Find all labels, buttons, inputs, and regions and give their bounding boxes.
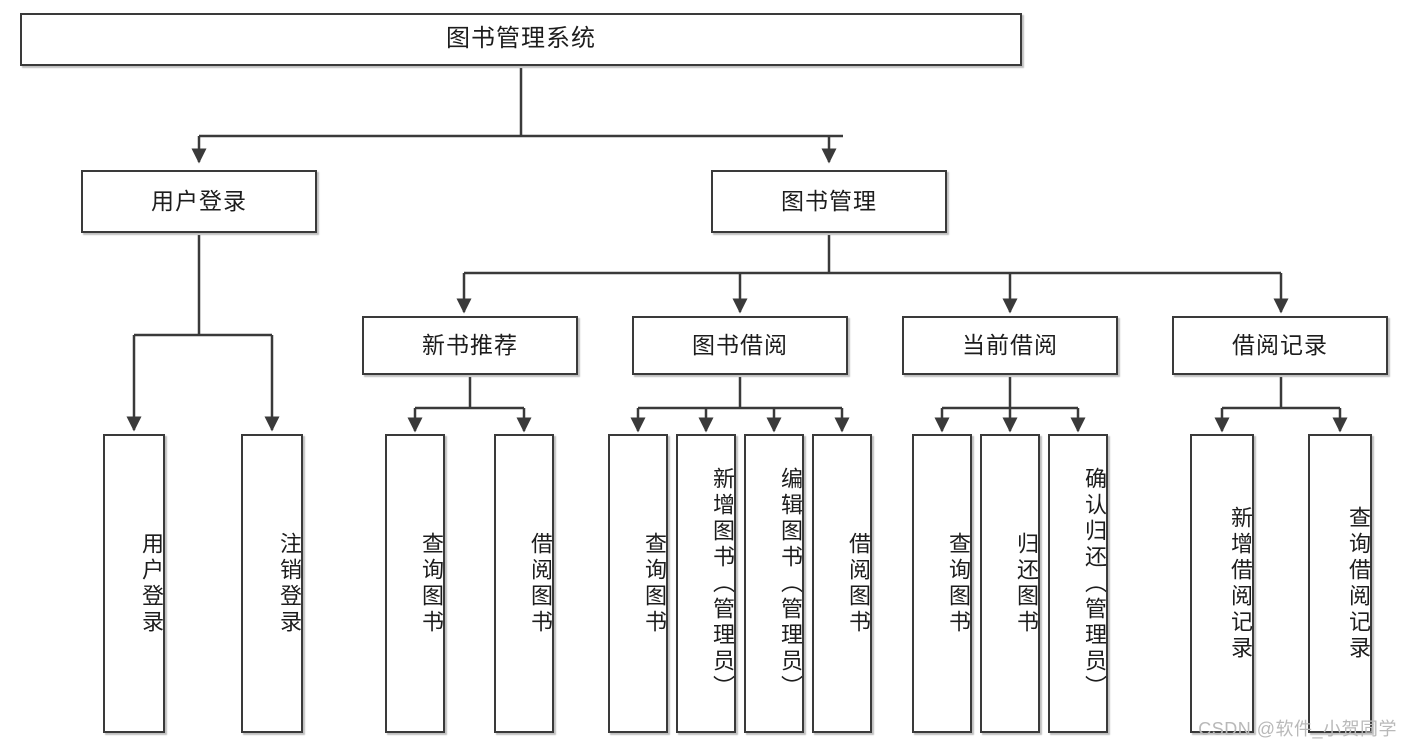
node-book-borrow[interactable]: 图书借阅 <box>632 316 848 375</box>
node-new-book-recommend-label: 新书推荐 <box>422 331 518 358</box>
leaf-add-record-label: 新增借阅记录 <box>1228 505 1253 662</box>
leaf-user-logout[interactable]: 注销登录 <box>241 434 303 733</box>
node-root-label: 图书管理系统 <box>446 25 596 53</box>
leaf-user-login[interactable]: 用户登录 <box>103 434 165 733</box>
node-borrow-record-label: 借阅记录 <box>1232 331 1328 358</box>
leaf-query-book-3[interactable]: 查询图书 <box>912 434 972 733</box>
leaf-query-book-2[interactable]: 查询图书 <box>608 434 668 733</box>
node-current-borrow[interactable]: 当前借阅 <box>902 316 1118 375</box>
leaf-borrow-book-2[interactable]: 借阅图书 <box>812 434 872 733</box>
leaf-add-book-label: 新增图书（管理员） <box>710 466 735 701</box>
leaf-add-record[interactable]: 新增借阅记录 <box>1190 434 1254 733</box>
leaf-user-login-label: 用户登录 <box>139 531 164 636</box>
node-current-borrow-label: 当前借阅 <box>962 331 1058 358</box>
leaf-edit-book[interactable]: 编辑图书（管理员） <box>744 434 804 733</box>
node-borrow-record[interactable]: 借阅记录 <box>1172 316 1388 375</box>
leaf-query-book-2-label: 查询图书 <box>642 531 667 636</box>
leaf-borrow-book-1-label: 借阅图书 <box>528 531 553 636</box>
leaf-return-book[interactable]: 归还图书 <box>980 434 1040 733</box>
leaf-borrow-book-2-label: 借阅图书 <box>846 531 871 636</box>
node-book-manage-label: 图书管理 <box>781 187 877 214</box>
node-new-book-recommend[interactable]: 新书推荐 <box>362 316 578 375</box>
leaf-user-logout-label: 注销登录 <box>277 531 302 636</box>
node-user-login-label: 用户登录 <box>151 187 247 214</box>
leaf-confirm-return[interactable]: 确认归还（管理员） <box>1048 434 1108 733</box>
node-book-borrow-label: 图书借阅 <box>692 331 788 358</box>
leaf-return-book-label: 归还图书 <box>1014 531 1039 636</box>
node-book-manage[interactable]: 图书管理 <box>711 170 947 233</box>
leaf-query-book-1-label: 查询图书 <box>419 531 444 636</box>
leaf-borrow-book-1[interactable]: 借阅图书 <box>494 434 554 733</box>
csdn-watermark: CSDN @软件_小贺同学 <box>1198 719 1397 739</box>
leaf-confirm-return-label: 确认归还（管理员） <box>1082 466 1107 701</box>
leaf-query-record[interactable]: 查询借阅记录 <box>1308 434 1372 733</box>
leaf-query-book-1[interactable]: 查询图书 <box>385 434 445 733</box>
leaf-query-book-3-label: 查询图书 <box>946 531 971 636</box>
node-root[interactable]: 图书管理系统 <box>20 13 1022 66</box>
node-user-login[interactable]: 用户登录 <box>81 170 317 233</box>
leaf-add-book[interactable]: 新增图书（管理员） <box>676 434 736 733</box>
leaf-edit-book-label: 编辑图书（管理员） <box>778 466 803 701</box>
leaf-query-record-label: 查询借阅记录 <box>1346 505 1371 662</box>
